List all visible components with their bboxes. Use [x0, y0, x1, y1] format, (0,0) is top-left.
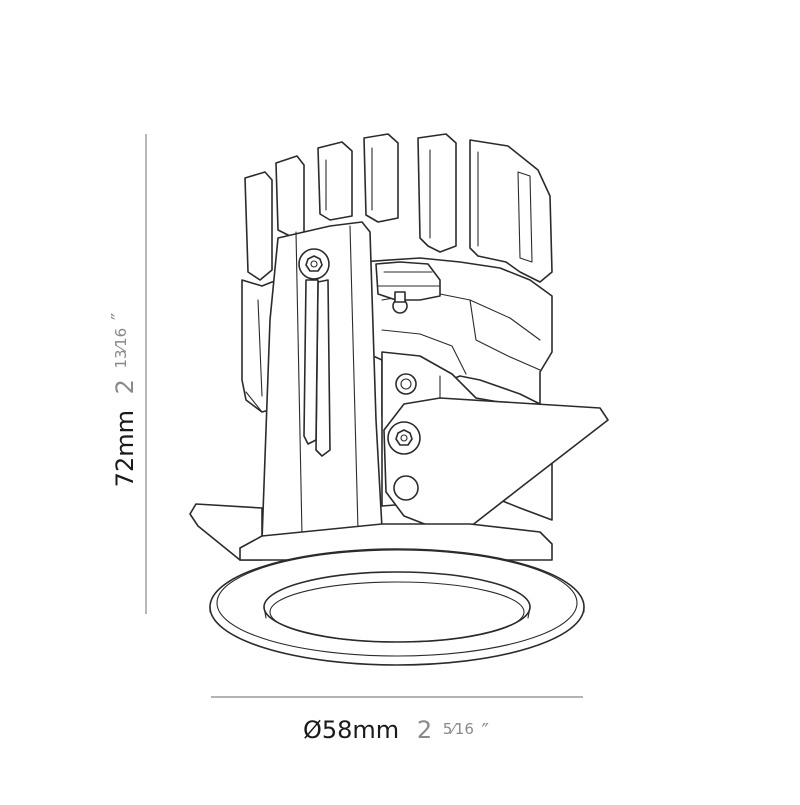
cone-screw-hole-inner	[400, 378, 412, 390]
height-imperial-whole: 2	[111, 379, 139, 394]
diameter-dimension: Ø58mm 2 5⁄16 ″	[211, 696, 583, 744]
bracket-slot-shadow	[303, 279, 319, 445]
torx-screw-icon	[395, 429, 413, 446]
clip-screw-head	[387, 421, 421, 455]
trim-aperture-inner	[269, 581, 525, 643]
fin-slot	[517, 171, 533, 263]
diameter-dimension-label: Ø58mm 2 5⁄16 ″	[303, 712, 489, 744]
spring-clip-right	[383, 397, 609, 531]
trim-flange-rim	[216, 549, 578, 657]
connector-block	[375, 261, 441, 314]
housing-contour	[469, 299, 541, 371]
torx-screw-icon	[305, 255, 323, 272]
heat-sink-fin	[317, 141, 353, 221]
cone-screw-hole	[395, 373, 417, 395]
connector-pin	[394, 291, 406, 303]
bracket-edge	[349, 225, 359, 531]
downlight-fixture	[189, 133, 609, 666]
diameter-imperial-whole: 2	[417, 716, 432, 744]
trim-flange-edge	[209, 606, 585, 613]
torx-screw-center	[310, 260, 318, 268]
heat-sink-fin	[275, 155, 305, 237]
diameter-imperial-fraction: 5⁄16	[443, 720, 474, 738]
aperture-edge	[263, 606, 531, 619]
heat-sink-fin	[417, 133, 457, 253]
heat-sink-fin	[363, 133, 399, 223]
housing-contour	[381, 329, 467, 375]
spring-clip-plate	[383, 397, 609, 531]
diameter-inch-mark: ″	[482, 719, 489, 743]
diameter-metric: Ø58mm	[303, 716, 399, 744]
trim-flange	[209, 548, 585, 666]
bracket-screw-head	[298, 248, 330, 280]
torx-screw-center	[400, 434, 408, 442]
height-dimension-label: 72mm 2 13⁄16 ″	[104, 313, 139, 488]
housing-edge	[245, 391, 263, 413]
heat-sink	[244, 133, 553, 283]
connector-housing	[375, 261, 441, 301]
clip-hole	[393, 475, 419, 501]
height-metric: 72mm	[111, 410, 139, 487]
height-dimension: 72mm 2 13⁄16 ″	[104, 134, 147, 614]
heat-sink-fin	[469, 139, 553, 283]
housing-edge	[257, 299, 263, 397]
mounting-bracket	[261, 221, 383, 541]
heat-sink-fin	[244, 171, 273, 281]
height-inch-mark: ″	[107, 313, 131, 320]
bracket-edge	[295, 231, 303, 537]
height-imperial-fraction: 13⁄16	[112, 328, 130, 369]
